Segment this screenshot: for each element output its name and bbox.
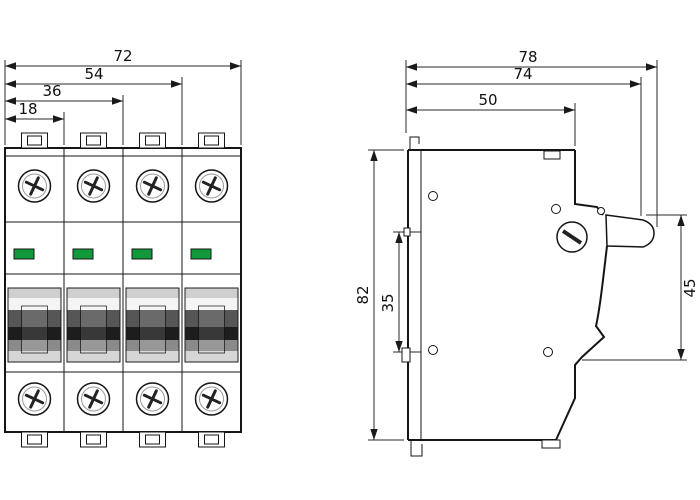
breaker-side-view — [401, 136, 655, 457]
dim-label-three-modules: 54 — [84, 65, 103, 83]
terminal-clamp-top — [198, 132, 225, 149]
status-indicator-window — [72, 248, 94, 260]
dim-label-one-module: 18 — [18, 100, 37, 118]
dim-label-overall-height: 82 — [354, 285, 372, 304]
din-release-clip — [401, 347, 411, 363]
toggle-handle-block — [66, 287, 121, 363]
terminal-clamp-bottom — [198, 431, 225, 448]
toggle-handle — [198, 305, 225, 354]
din-bottom-clip — [410, 440, 423, 457]
terminal-clamp-bottom — [139, 431, 166, 448]
phillips-screw-bottom — [76, 381, 111, 417]
dim-label-body-depth: 50 — [478, 91, 497, 109]
toggle-handle-block — [184, 287, 239, 363]
rivet — [428, 191, 438, 201]
terminal-clamp-top — [139, 132, 166, 149]
rivet — [551, 204, 561, 214]
phillips-screw-bottom — [194, 381, 229, 417]
status-indicator-window — [131, 248, 153, 260]
rivet — [543, 347, 553, 357]
phillips-screw-top — [135, 168, 170, 204]
din-top-hook — [409, 136, 420, 150]
dim-label-two-modules: 36 — [42, 82, 61, 100]
dim-label-depth-to-lever: 74 — [513, 65, 532, 83]
handle-axis-screw — [556, 221, 588, 253]
dim-label-din-recess-height: 35 — [379, 293, 397, 312]
side-front-upper-profile — [574, 150, 604, 216]
rivet — [428, 345, 438, 355]
front-view-dimensions: 72 54 36 18 — [4, 47, 242, 145]
din-recess-stop — [403, 227, 411, 237]
dim-label-front-face-height: 45 — [681, 278, 699, 297]
side-front-lower-profile — [555, 245, 608, 441]
terminal-clamp-top — [21, 132, 48, 149]
terminal-clamp-bottom — [80, 431, 107, 448]
status-indicator-window — [13, 248, 35, 260]
toggle-handle — [21, 305, 48, 354]
toggle-handle-block — [7, 287, 62, 363]
toggle-handle — [80, 305, 107, 354]
status-indicator-window — [190, 248, 212, 260]
phillips-screw-top — [17, 168, 52, 204]
phillips-screw-bottom — [135, 381, 170, 417]
phillips-screw-bottom — [17, 381, 52, 417]
phillips-screw-top — [76, 168, 111, 204]
screw-slot — [561, 229, 583, 245]
breaker-front-view — [4, 132, 242, 448]
vent-slot — [543, 150, 561, 160]
terminal-clamp-top — [80, 132, 107, 149]
terminal-clamp-bottom — [21, 431, 48, 448]
phillips-screw-top — [194, 168, 229, 204]
rivet — [597, 207, 605, 215]
dim-label-overall-width: 72 — [113, 47, 132, 65]
toggle-handle-block — [125, 287, 180, 363]
toggle-handle — [139, 305, 166, 354]
toggle-lever — [605, 214, 655, 248]
mounting-foot — [541, 439, 561, 449]
dim-label-overall-depth: 78 — [518, 48, 537, 66]
side-view-dimensions: 78 74 50 82 35 45 — [354, 48, 699, 441]
